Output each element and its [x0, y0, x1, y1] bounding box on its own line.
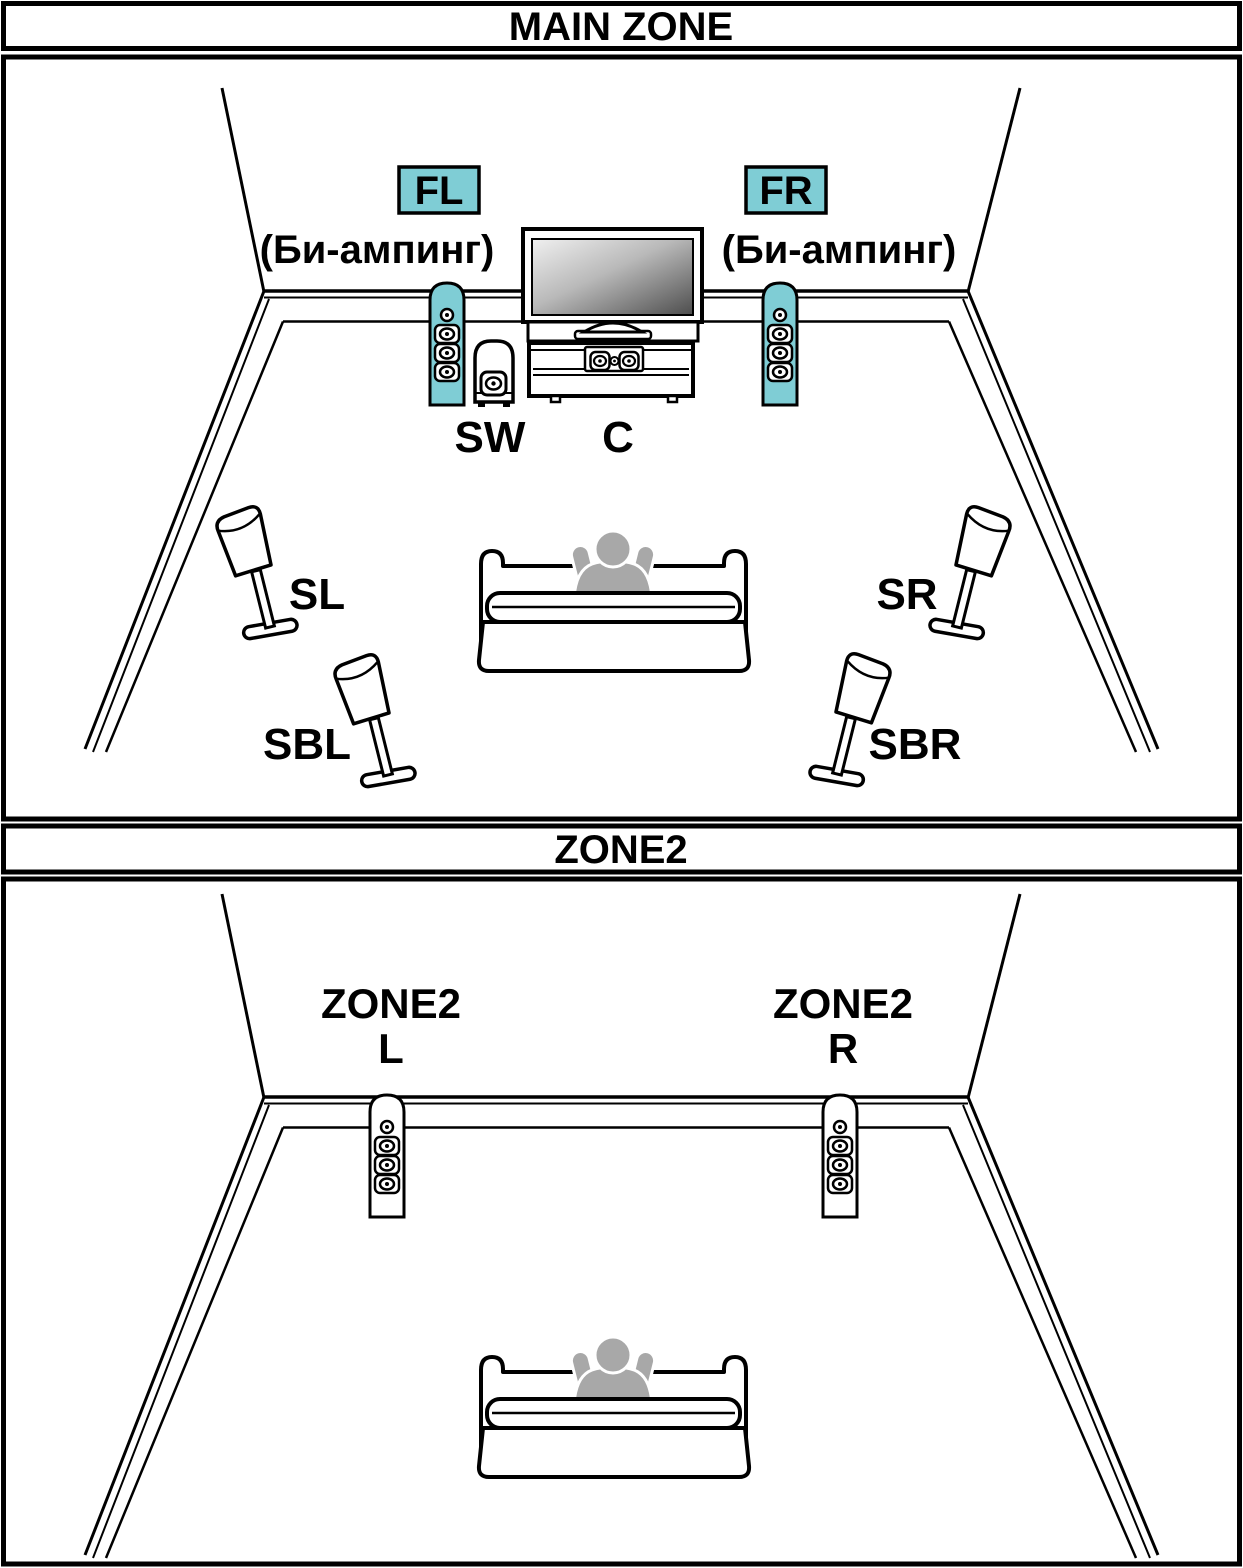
zone2-title-bar [1, 823, 1242, 875]
front-right-badge-label: FR [759, 169, 812, 213]
surround-left-label: SL [289, 570, 345, 619]
front-left-biamp-note: (Би-ампинг) [260, 228, 495, 272]
surround-right-label: SR [876, 570, 937, 619]
front-right-speaker [761, 281, 799, 407]
tv-screen [531, 238, 694, 316]
surround-back-left-label: SBL [263, 720, 351, 769]
front-left-badge [397, 165, 481, 215]
zone2-right-label-line2: R [828, 1025, 858, 1072]
zone2-right-label-line1: ZONE2 [773, 980, 913, 1027]
zone2-room: ZONE2 L ZONE2 R [83, 892, 1160, 1560]
center-speaker [583, 345, 645, 373]
front-right-biamp-note: (Би-ампинг) [722, 228, 957, 272]
main-zone-title-bar [1, 1, 1242, 51]
zone2-left-label-line1: ZONE2 [321, 980, 461, 1027]
tv-foot [578, 321, 648, 334]
zone2-title: ZONE2 [554, 828, 687, 872]
surround-back-right-label: SBR [869, 720, 962, 769]
front-left-badge-label: FL [415, 169, 464, 213]
main-zone-panel [1, 54, 1242, 822]
front-left-speaker [428, 281, 466, 407]
tv-and-stand [521, 227, 704, 404]
zone2-left-speaker [368, 1093, 406, 1219]
zone2-right-speaker [821, 1093, 859, 1219]
center-label: C [602, 413, 634, 462]
front-right-badge [744, 165, 828, 215]
subwoofer-speaker [473, 339, 515, 407]
subwoofer-label: SW [455, 413, 526, 462]
main-zone-room: FL (Би-ампинг) FR (Би-ампинг) SW C SL SR… [83, 86, 1160, 790]
main-zone-title: MAIN ZONE [509, 5, 733, 49]
zone2-left-label-line2: L [378, 1025, 404, 1072]
